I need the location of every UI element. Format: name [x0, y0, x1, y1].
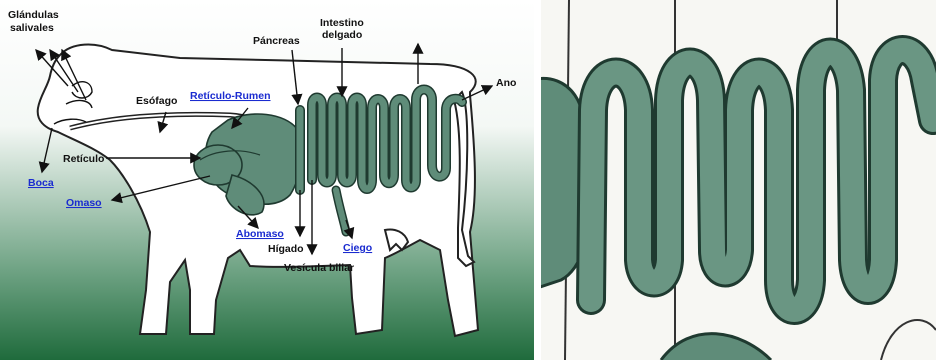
link-reticulo-rumen[interactable]: Retículo-Rumen — [190, 90, 271, 102]
label-higado: Hígado — [268, 243, 304, 255]
label-ano: Ano — [496, 77, 516, 89]
label-esofago: Esófago — [136, 95, 177, 107]
label-pancreas: Páncreas — [253, 35, 300, 47]
link-ciego[interactable]: Ciego — [343, 242, 372, 254]
link-boca[interactable]: Boca — [28, 177, 54, 189]
link-abomaso[interactable]: Abomaso — [236, 228, 284, 240]
link-omaso[interactable]: Omaso — [66, 197, 102, 209]
label-glandulas-2: salivales — [10, 22, 54, 34]
label-intestino-2: delgado — [322, 29, 362, 41]
cow-digestive-diagram: Glándulas salivales Páncreas Intestino d… — [0, 0, 534, 360]
label-intestino-1: Intestino — [320, 17, 364, 29]
label-glandulas-1: Glándulas — [8, 9, 59, 21]
label-reticulo: Retículo — [63, 153, 104, 165]
diagram-canvas: Glándulas salivales Páncreas Intestino d… — [0, 0, 534, 360]
intestine-zoom-panel — [541, 0, 936, 360]
zoom-canvas — [541, 0, 936, 360]
label-vesicula: Vesícula biliar — [284, 262, 354, 274]
